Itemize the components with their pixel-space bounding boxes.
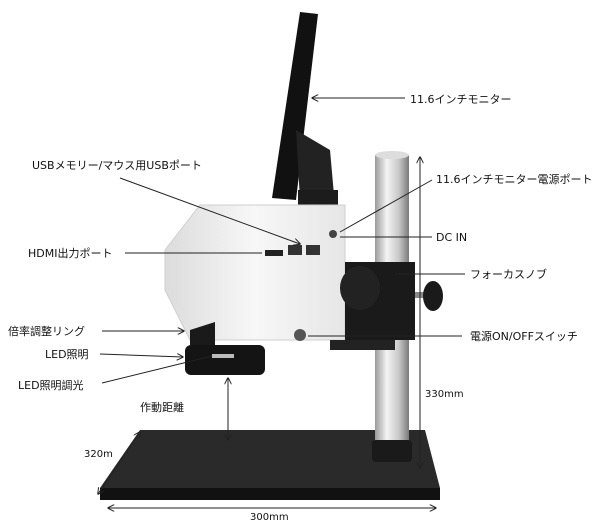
- focus-block: [330, 262, 443, 350]
- leader-lines: [98, 98, 465, 508]
- objective-assembly: [185, 322, 265, 375]
- label-working-distance: 作動距離: [140, 401, 184, 414]
- label-led-light: LED照明: [45, 348, 89, 361]
- dimension-width: 300mm: [250, 512, 289, 523]
- label-power-switch: 電源ON/OFFスイッチ: [470, 330, 578, 343]
- dimension-depth: 320m: [84, 449, 113, 460]
- label-led-dimmer: LED照明調光: [18, 379, 84, 392]
- label-dc-in: DC IN: [436, 231, 468, 244]
- label-monitor-power-port: 11.6インチモニター電源ポート: [436, 173, 593, 186]
- label-zoom-ring: 倍率調整リング: [8, 325, 85, 338]
- label-hdmi-port: HDMI出力ポート: [28, 247, 113, 260]
- label-focus-knob: フォーカスノブ: [470, 268, 547, 281]
- label-usb-port: USBメモリー/マウス用USBポート: [32, 159, 202, 172]
- monitor: [272, 12, 338, 205]
- label-monitor: 11.6インチモニター: [410, 93, 512, 106]
- dimension-height: 330mm: [425, 389, 464, 400]
- stand-base: [100, 430, 440, 500]
- camera-body: [164, 204, 346, 341]
